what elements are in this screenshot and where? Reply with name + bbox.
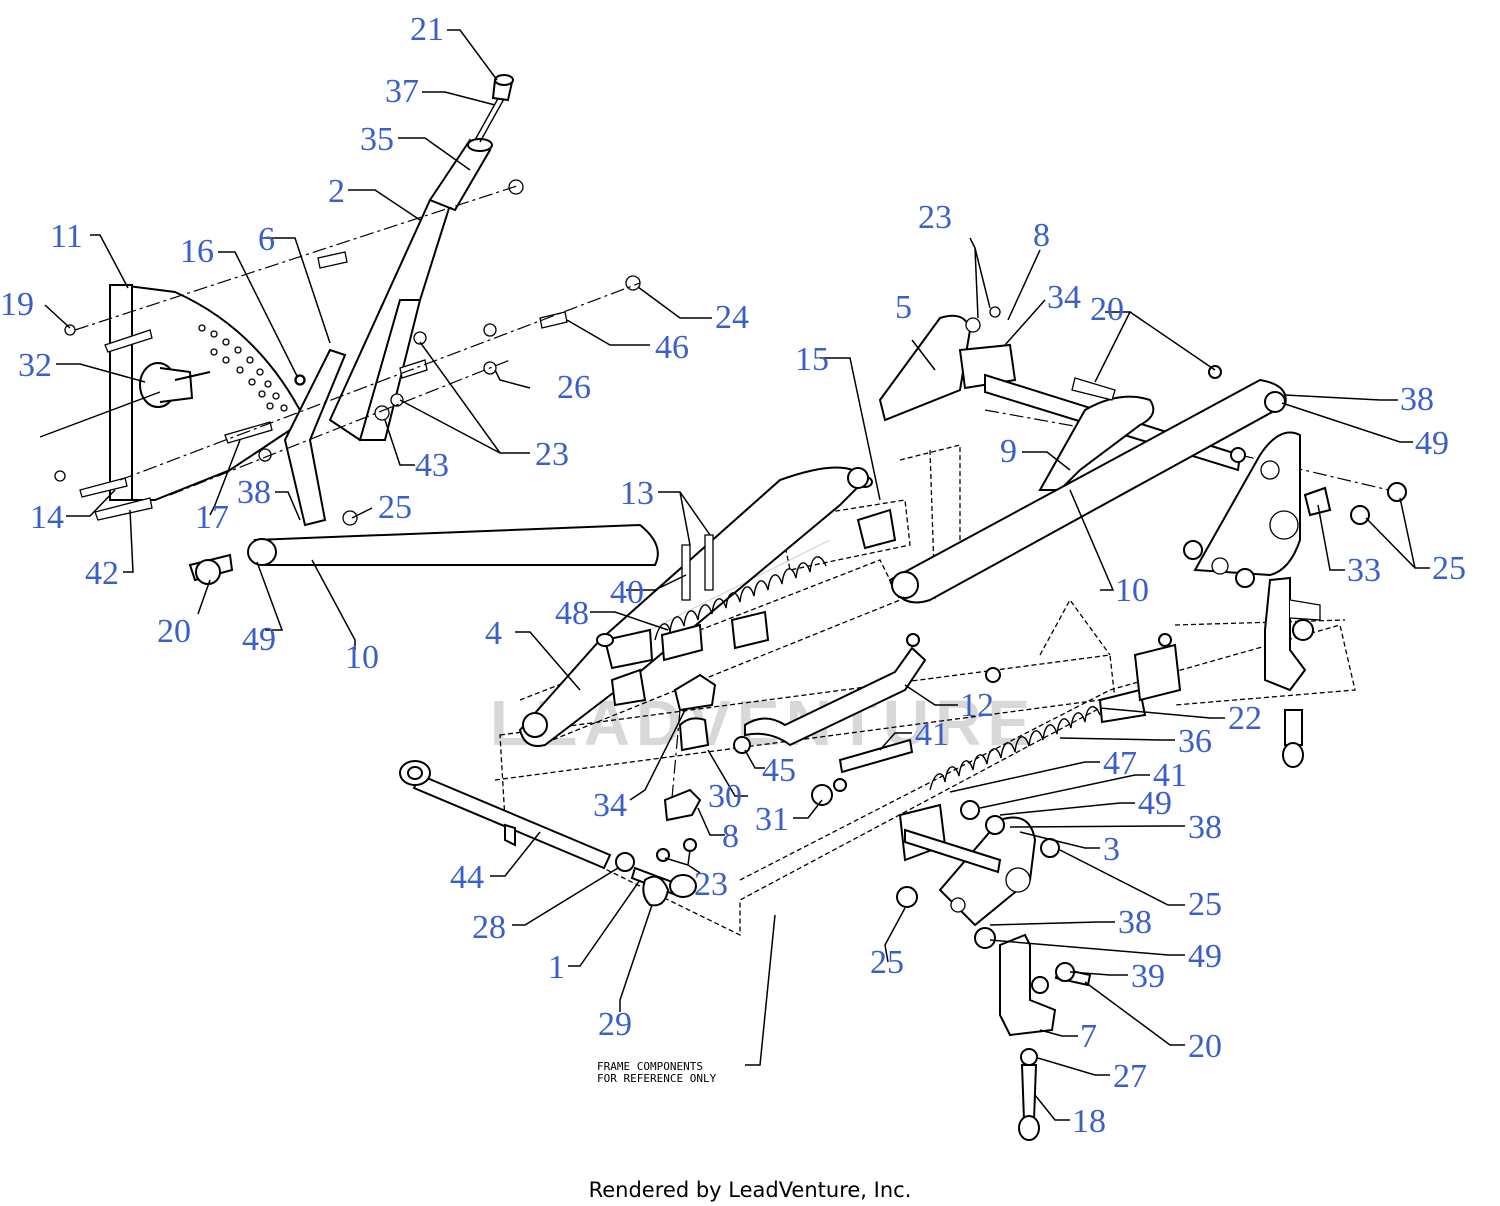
callout-41-lower: 41	[1153, 757, 1187, 794]
callout-25: 25	[378, 489, 412, 526]
callout-37: 37	[385, 73, 419, 110]
callout-26: 26	[557, 369, 591, 406]
callout-43: 43	[415, 447, 449, 484]
quadrant-bar	[109, 284, 133, 501]
callout-numbers: 21 37 35 2 11 16 6 19 32 14 17 38 42 20 …	[0, 11, 1466, 1140]
callout-29: 29	[598, 1006, 632, 1043]
callout-49-lower: 49	[1138, 785, 1172, 822]
callout-6: 6	[258, 221, 275, 258]
callout-38: 38	[237, 474, 271, 511]
callout-2: 2	[328, 173, 345, 210]
leader-lines	[44, 29, 1430, 1121]
callout-27: 27	[1113, 1058, 1147, 1095]
callout-25-right: 25	[1432, 550, 1466, 587]
callout-28: 28	[472, 909, 506, 946]
callout-5: 5	[895, 289, 912, 326]
callout-44: 44	[450, 859, 484, 896]
callout-47: 47	[1103, 745, 1137, 782]
callout-45: 45	[762, 752, 796, 789]
callout-31: 31	[755, 801, 789, 838]
callout-12: 12	[960, 687, 994, 724]
callout-32: 32	[18, 347, 52, 384]
callout-19: 19	[0, 286, 34, 323]
callout-23-top: 23	[918, 199, 952, 236]
callout-7: 7	[1080, 1018, 1097, 1055]
callout-48: 48	[555, 595, 589, 632]
callout-8-lower: 8	[722, 818, 739, 855]
callout-35: 35	[360, 121, 394, 158]
callout-40: 40	[610, 574, 644, 611]
callout-8-top: 8	[1033, 217, 1050, 254]
callout-20-bottom: 20	[1188, 1028, 1222, 1065]
callout-13: 13	[620, 475, 654, 512]
callout-25-bottom: 25	[870, 944, 904, 981]
callout-18: 18	[1072, 1103, 1106, 1140]
callout-22: 22	[1228, 700, 1262, 737]
callout-16: 16	[180, 233, 214, 270]
callout-11: 11	[50, 218, 83, 255]
callout-24: 24	[715, 299, 749, 336]
callout-25-lower: 25	[1188, 886, 1222, 923]
callout-10-right: 10	[1115, 572, 1149, 609]
callout-46: 46	[655, 329, 689, 366]
left-arm	[253, 523, 659, 566]
callout-9: 9	[1000, 433, 1017, 470]
lift-assembly	[399, 466, 1182, 1141]
callout-42: 42	[85, 555, 119, 592]
callout-34-top: 34	[1047, 279, 1081, 316]
frame-note-line2: FOR REFERENCE ONLY	[597, 1072, 717, 1085]
rocker-assembly	[856, 306, 1407, 768]
callout-38-lower: 38	[1188, 809, 1222, 846]
callout-33: 33	[1347, 552, 1381, 589]
frame-note-line1: FRAME COMPONENTS	[597, 1060, 703, 1073]
callout-10: 10	[345, 639, 379, 676]
callout-4: 4	[485, 615, 502, 652]
callout-1: 1	[548, 949, 565, 986]
callout-41-upper: 41	[915, 716, 949, 753]
callout-20-top: 20	[1090, 291, 1124, 328]
callout-39: 39	[1131, 958, 1165, 995]
callout-38-right: 38	[1400, 381, 1434, 418]
callout-38-bottom: 38	[1118, 904, 1152, 941]
callout-49-bottom: 49	[1188, 938, 1222, 975]
callout-23-lower: 23	[694, 866, 728, 903]
callout-15: 15	[795, 341, 829, 378]
callout-36: 36	[1178, 723, 1212, 760]
callout-34-lower: 34	[593, 787, 627, 824]
callout-20: 20	[157, 613, 191, 650]
callout-30: 30	[708, 778, 742, 815]
footer-credit: Rendered by LeadVenture, Inc.	[589, 1178, 912, 1202]
quadrant-holes	[198, 324, 288, 412]
callout-49: 49	[242, 621, 276, 658]
callout-21: 21	[410, 11, 444, 48]
quadrant-plate	[108, 283, 307, 501]
callout-23: 23	[535, 436, 569, 473]
callout-3: 3	[1103, 831, 1120, 868]
callout-49-right: 49	[1415, 425, 1449, 462]
lever-assembly	[39, 74, 659, 585]
callout-14: 14	[30, 499, 64, 536]
callout-17: 17	[195, 499, 229, 536]
